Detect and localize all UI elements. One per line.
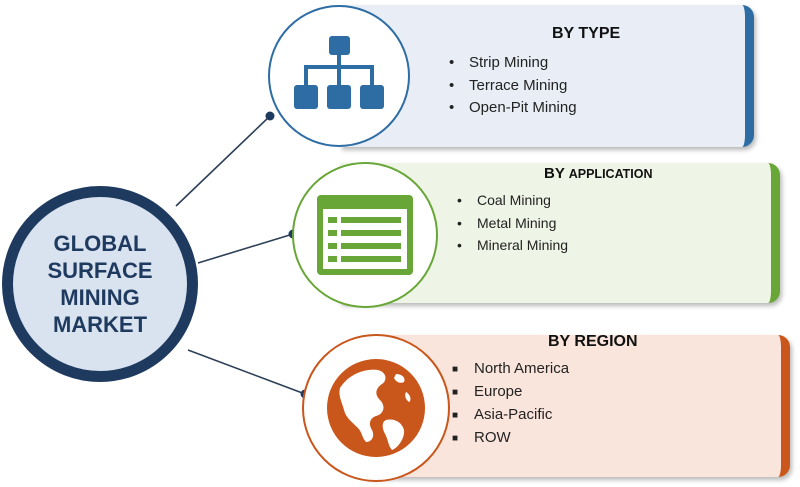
bullet-icon: •: [449, 76, 455, 94]
application-list: •Coal Mining •Metal Mining •Mineral Mini…: [457, 189, 568, 257]
list-item: ■Europe: [452, 380, 569, 403]
list-item: •Mineral Mining: [457, 234, 568, 257]
central-hub: GLOBAL SURFACE MINING MARKET: [2, 186, 198, 382]
square-bullet-icon: ■: [452, 410, 459, 421]
list-item: •Terrace Mining: [449, 75, 577, 98]
connector-line-application: [197, 233, 294, 264]
region-icon-circle: [302, 334, 450, 482]
list-window-icon: [317, 195, 413, 275]
panel-title-type: BY TYPE: [552, 25, 621, 42]
bullet-icon: •: [457, 214, 462, 231]
list-item: •Metal Mining: [457, 212, 568, 235]
application-icon-circle: [292, 162, 438, 308]
connector-dot-type: [265, 111, 275, 121]
list-item: ■ROW: [452, 426, 569, 449]
panel-title-region: BY REGION: [548, 333, 638, 350]
square-bullet-icon: ■: [452, 433, 459, 444]
list-item: •Strip Mining: [449, 52, 577, 75]
region-list: ■North America ■Europe ■Asia-Pacific ■RO…: [452, 357, 569, 449]
globe-icon: [327, 359, 425, 457]
type-list: •Strip Mining •Terrace Mining •Open-Pit …: [449, 52, 577, 120]
list-item: •Coal Mining: [457, 189, 568, 212]
bullet-icon: •: [457, 237, 462, 253]
panel-title-application: BY APPLICATION: [544, 165, 653, 182]
center-title: GLOBAL SURFACE MINING MARKET: [47, 231, 153, 337]
bullet-icon: •: [449, 99, 455, 116]
list-item: ■Asia-Pacific: [452, 403, 569, 426]
type-icon-circle: [268, 5, 410, 147]
bullet-icon: •: [449, 54, 455, 71]
hierarchy-icon: [294, 36, 384, 109]
bullet-icon: •: [457, 192, 462, 208]
connector-line-region: [187, 349, 306, 395]
square-bullet-icon: ■: [452, 387, 459, 398]
list-item: •Open-Pit Mining: [449, 97, 577, 120]
list-item: ■North America: [452, 357, 569, 380]
square-bullet-icon: ■: [452, 364, 459, 375]
connector-line-type: [175, 115, 271, 207]
